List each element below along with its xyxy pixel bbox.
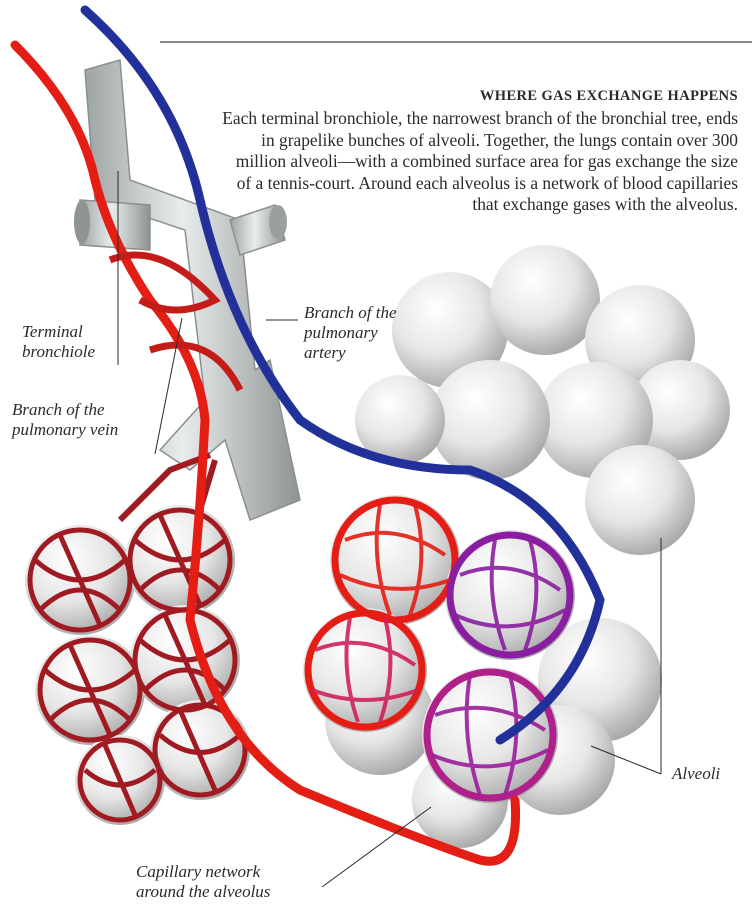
info-body: Each terminal bronchiole, the narrowest … (218, 108, 738, 216)
label-line: pulmonary (304, 323, 397, 343)
info-panel: WHERE GAS EXCHANGE HAPPENS Each terminal… (218, 88, 738, 216)
info-title: WHERE GAS EXCHANGE HAPPENS (218, 88, 738, 105)
label-terminal-bronchiole: Terminal bronchiole (22, 322, 95, 362)
label-pulmonary-artery: Branch of the pulmonary artery (304, 303, 397, 363)
label-alveoli: Alveoli (672, 764, 720, 784)
label-capillary-network: Capillary network around the alveolus (136, 862, 270, 902)
alveoli-cluster-left (25, 455, 250, 825)
label-line: Terminal (22, 322, 95, 342)
label-line: Branch of the (304, 303, 397, 323)
label-line: Branch of the (12, 400, 118, 420)
label-line: bronchiole (22, 342, 95, 362)
label-line: artery (304, 343, 397, 363)
label-pulmonary-vein: Branch of the pulmonary vein (12, 400, 118, 440)
label-line: around the alveolus (136, 882, 270, 902)
label-line: Capillary network (136, 862, 270, 882)
header-divider (160, 41, 752, 43)
label-line: Alveoli (672, 764, 720, 784)
label-line: pulmonary vein (12, 420, 118, 440)
